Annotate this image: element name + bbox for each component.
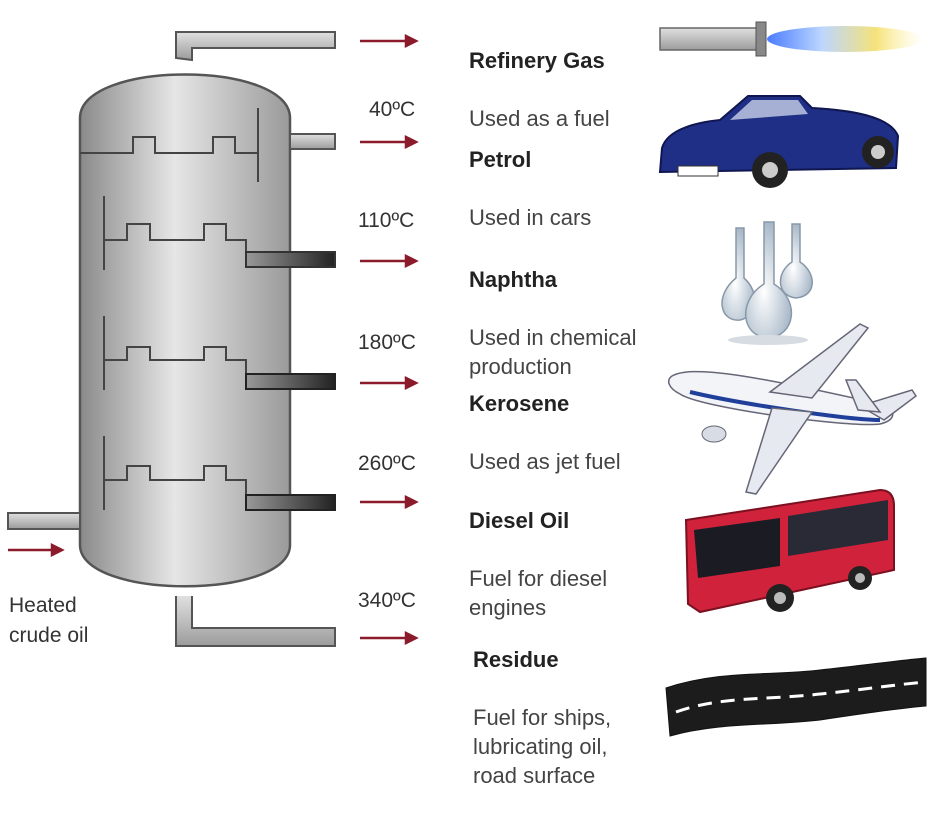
fraction-name: Naphtha [469,267,557,292]
fraction-name: Residue [473,647,559,672]
fraction-use: Used in chemical production [469,325,637,379]
fraction-refinery-gas: Refinery Gas Used as a fuel [469,17,610,162]
arrow-kerosene [360,375,419,391]
temperature-label: 260ºC [358,452,416,475]
fraction-name: Kerosene [469,391,570,416]
distillation-column [7,31,336,647]
fractional-distillation-diagram [7,21,927,737]
flame-icon [659,21,923,57]
fraction-use: Fuel for diesel engines [469,566,608,620]
arrow-petrol [360,134,419,150]
arrow-residue [360,630,419,646]
temperature-label: 180ºC [358,331,416,354]
car-icon [658,95,900,188]
temperature-label: 340ºC [358,589,416,612]
fraction-use: Fuel for ships, lubricating oil, road su… [473,705,612,788]
fraction-use: Used as jet fuel [469,449,621,474]
fraction-diesel-oil: Diesel Oil Fuel for diesel engines [469,477,607,651]
flask-icon [721,221,813,345]
fraction-name: Diesel Oil [469,508,570,533]
road-icon [665,657,927,737]
arrow-refinery-gas [360,33,419,49]
feed-label: Heated crude oil [9,594,89,647]
fraction-use: Used in cars [469,205,592,230]
fraction-name: Refinery Gas [469,48,605,73]
bus-icon [684,488,895,614]
temperature-label: 110ºC [358,209,415,232]
airplane-icon [667,323,918,495]
temperature-label: 40ºC [369,98,416,121]
arrow-feed [8,542,65,558]
fraction-residue: Residue Fuel for ships, lubricating oil,… [473,616,611,819]
fraction-naphtha: Naphtha Used in chemical production [469,236,637,410]
arrow-naphtha [360,253,419,269]
fraction-name: Petrol [469,147,532,172]
arrow-diesel [360,494,419,510]
fraction-kerosene: Kerosene Used as jet fuel [469,360,621,505]
fraction-petrol: Petrol Used in cars [469,116,591,261]
fraction-use: Used as a fuel [469,106,610,131]
